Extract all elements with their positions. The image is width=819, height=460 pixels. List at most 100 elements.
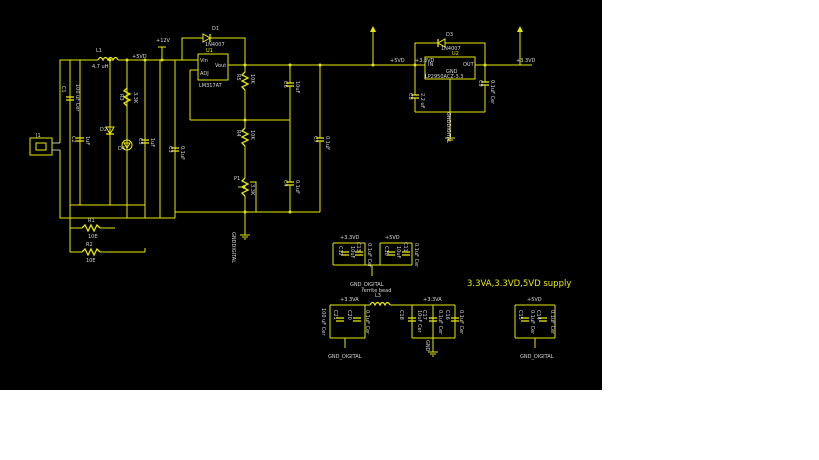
c13-value: 0.1uF Cer	[366, 243, 372, 268]
u1-pin-adj: ADJ	[200, 71, 209, 77]
c18-value: 10uF Cer	[416, 310, 422, 334]
c17-value: 0.1uF Cer	[437, 310, 443, 335]
decoupling-group-1: +3.3VD +5VD C12 10uF C13 0.1uF Cer C10 1…	[332, 235, 419, 288]
input-wires	[59, 47, 182, 225]
output-3v3: +3.3VD	[413, 26, 536, 67]
p1-value: 3.3K	[249, 184, 255, 196]
c3-value: 0.1uF	[179, 146, 185, 160]
u1-pin-in: Vin	[200, 58, 208, 64]
inductor-l1: L1 4.7 uH	[92, 48, 119, 70]
c16-ref: C16	[444, 310, 450, 320]
u2-pin-in: IN	[428, 62, 433, 68]
capacitor-c4: C4 0.1uF	[282, 120, 300, 212]
c6-ref: C6	[282, 81, 288, 88]
regulator-u1: U1 Vin Vout ADJ LM317AT	[182, 48, 245, 120]
resistor-r3: R3 3.3K	[118, 87, 138, 107]
c14-ref: C14	[535, 310, 541, 320]
c8-ref: C8	[407, 93, 413, 100]
l3-ref: L3	[375, 293, 381, 299]
c9-value: 0.1uF Cer	[489, 80, 495, 105]
net-label-l1-out: +5VD	[132, 54, 147, 60]
ground-rail	[175, 210, 320, 214]
capacitor-c8: C8 2.2 uF	[407, 65, 425, 112]
r4-ref: R4	[235, 130, 241, 137]
gnd-label-2: GND	[424, 340, 430, 352]
c15-value: 0.1uF Cer	[529, 310, 535, 335]
capacitor-c1: C1 100 uF Cer	[60, 84, 80, 112]
u2-ref: U2	[452, 51, 459, 57]
r3-ref: R3	[118, 94, 124, 101]
capacitor-c9: C9 0.1uF Cer	[477, 65, 495, 112]
gnd-digital-b: GND_DIGITAL	[350, 282, 384, 288]
c12-ref: C12	[337, 246, 343, 256]
resistor-r4: R4 10K	[235, 120, 255, 178]
net-5vd-c: +5VD	[527, 297, 542, 303]
c2-value: 1uF	[84, 136, 90, 145]
c20-ref: C20	[346, 310, 352, 320]
u1-part: LM317AT	[199, 83, 223, 89]
resistor-r5: R5 10K	[235, 65, 255, 100]
c1-value: 100 uF Cer	[74, 84, 80, 112]
capacitor-c6: C6 10uF	[282, 65, 300, 120]
diagram-title: 3.3VA,3.3VD,5VD supply	[467, 279, 571, 289]
r5-value: 10K	[249, 74, 255, 84]
c4-ref: C4	[282, 180, 288, 187]
connector-j1: J1	[29, 133, 60, 156]
c3-ref: C3	[167, 146, 173, 153]
c5-ref: C5	[137, 138, 143, 145]
c2-ref: C2	[70, 136, 76, 143]
d4-ref: D4	[118, 146, 125, 152]
c7-ref: C7	[312, 136, 318, 143]
u1-pin-out: Vout	[215, 63, 226, 69]
resistor-r2: R2 10E	[70, 242, 146, 264]
c8-value: 2.2 uF	[419, 93, 425, 109]
c15-ref: C15	[517, 310, 523, 320]
ground-gnddigital-1: GNDDIGITAL	[230, 232, 250, 263]
schematic-canvas: J1 L1 4.7 uH +12V C1 100 uF Ce	[0, 0, 602, 390]
c13-ref: C13	[355, 242, 361, 252]
c5-value: 1uF	[149, 138, 155, 147]
l1-ref: L1	[96, 48, 102, 54]
net-12v-label: +12V	[156, 38, 171, 44]
c9-ref: C9	[477, 80, 483, 87]
c11-value: 0.1uF Cer	[413, 243, 419, 268]
c21-ref: C21	[332, 310, 338, 320]
r4-value: 10K	[249, 130, 255, 140]
adj-network	[190, 100, 290, 122]
capacitor-c5: C5 1uF	[137, 138, 155, 147]
u2-pin-gnd: GND	[446, 69, 458, 75]
c17-ref: C17	[421, 310, 427, 320]
gnd-label-u2: GNDDIGITAL	[445, 112, 451, 143]
net-33vd-b: +3.3VD	[340, 235, 360, 241]
net-5vd-b: +5VD	[385, 235, 400, 241]
u2-part: LP2950ACZ-3.3	[425, 74, 463, 80]
c7-value: 0.1uF	[324, 136, 330, 150]
regulator-u2: U2 IN OUT GND LP2950ACZ-3.3	[410, 51, 520, 112]
c4-value: 0.1uF	[294, 180, 300, 194]
c18-ref: C18	[398, 310, 404, 320]
net-label-u2-in: +3.3VD	[415, 58, 435, 64]
gnd-digital-d: GND_DIGITAL	[520, 354, 554, 360]
resistor-r1: R1 10E	[70, 218, 115, 240]
u2-pin-out: OUT	[463, 62, 475, 68]
c21-value: 100 uF Cer	[320, 308, 326, 336]
gnd-digital-c: GND_DIGITAL	[328, 354, 362, 360]
r5-ref: R5	[235, 74, 241, 81]
d3-ref: D3	[446, 32, 453, 38]
l3-value: ferrite bead	[362, 288, 391, 294]
r1-ref: R1	[88, 218, 95, 224]
r1-value: 10E	[88, 234, 98, 240]
j1-ref: J1	[35, 133, 41, 139]
diode-d3: D3 1N4007	[414, 32, 486, 65]
d3-value: 1N4007	[441, 46, 461, 52]
capacitor-c3: C3 0.1uF	[167, 146, 185, 160]
u1-ref: U1	[206, 48, 213, 54]
c14-value: 0.1uF Cer	[549, 310, 555, 335]
c12-value: 10uF	[349, 246, 355, 259]
c1-ref: C1	[60, 86, 66, 93]
gnd-label-1: GNDDIGITAL	[230, 232, 236, 263]
net-5vd-label: +5VD	[390, 58, 405, 64]
net-33va: +3.3VA	[340, 297, 359, 303]
c10-value: 10uF	[395, 246, 401, 259]
c11-ref: C11	[402, 242, 408, 252]
